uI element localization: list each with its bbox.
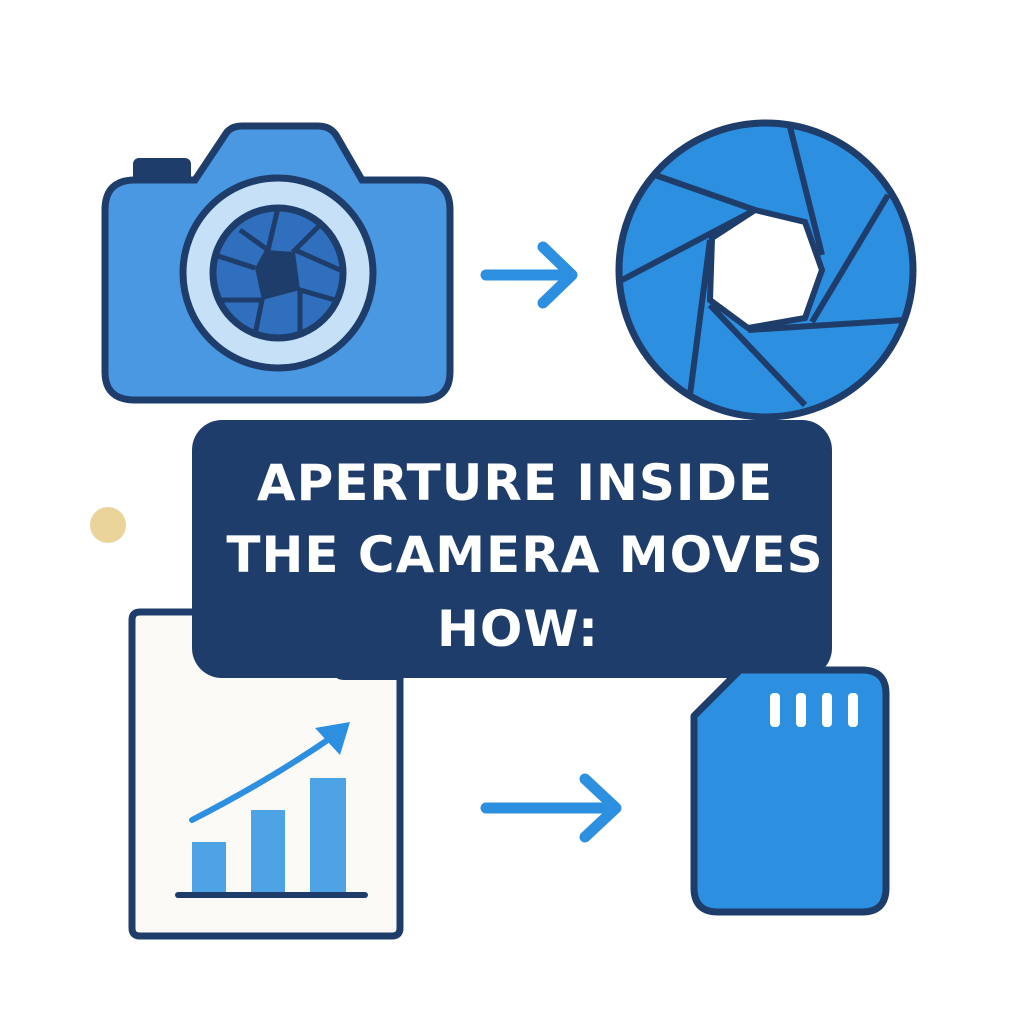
banner-line-2: THE CAMERA MOVES: [226, 526, 823, 584]
arrow-right-icon: [480, 241, 578, 309]
banner-line-3: HOW:: [437, 600, 599, 658]
arrow-right-icon: [480, 773, 622, 843]
chart-bar: [192, 842, 226, 892]
decorative-dot: [90, 507, 126, 543]
title-banner: APERTURE INSIDE THE CAMERA MOVES HOW:: [192, 420, 832, 678]
chart-bar: [310, 778, 346, 892]
camera-icon: [101, 122, 454, 404]
chart-bar: [251, 810, 285, 892]
banner-line-1: APERTURE INSIDE: [257, 454, 773, 512]
aperture-icon: [615, 119, 917, 421]
sd-card-icon: [690, 666, 890, 916]
